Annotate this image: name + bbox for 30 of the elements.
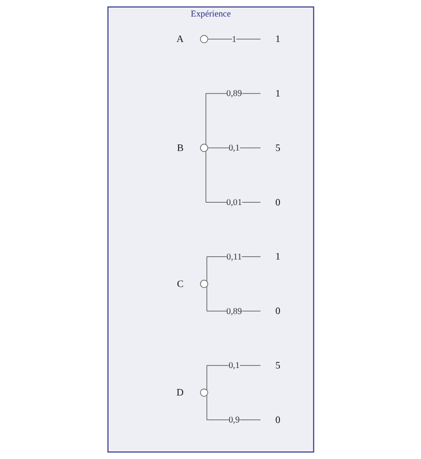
edge-label: 1 — [232, 34, 236, 44]
node-circle — [200, 280, 208, 288]
node-text: 5 — [275, 360, 280, 371]
node-circle — [200, 388, 208, 397]
edge-label: 0,01 — [226, 197, 242, 207]
connector — [206, 256, 260, 282]
node-text: 5 — [275, 142, 280, 154]
node-text: 0 — [275, 306, 280, 317]
node-text: 0 — [275, 414, 280, 426]
edge-label: 0,11 — [226, 252, 242, 262]
connector — [205, 93, 260, 145]
edge-label: 0,1 — [228, 360, 240, 370]
connector — [207, 38, 260, 40]
edge-label: 0,1 — [228, 142, 240, 153]
node-text: 1 — [275, 251, 280, 262]
connector — [206, 394, 260, 420]
node-circle — [200, 35, 208, 44]
node-text: 0 — [275, 196, 280, 208]
connector — [205, 150, 260, 203]
node-text: 1 — [275, 34, 280, 45]
node-label: D — [176, 387, 184, 398]
node-label: C — [176, 278, 184, 290]
edge-label: 0,9 — [228, 414, 240, 425]
node-label: A — [176, 34, 184, 45]
node-circle — [200, 144, 208, 152]
edge-label: 0,89 — [226, 306, 242, 316]
connector — [206, 365, 260, 390]
edge-label: 0,89 — [226, 88, 242, 98]
node-text: 1 — [275, 88, 280, 99]
node-label: B — [176, 142, 184, 154]
